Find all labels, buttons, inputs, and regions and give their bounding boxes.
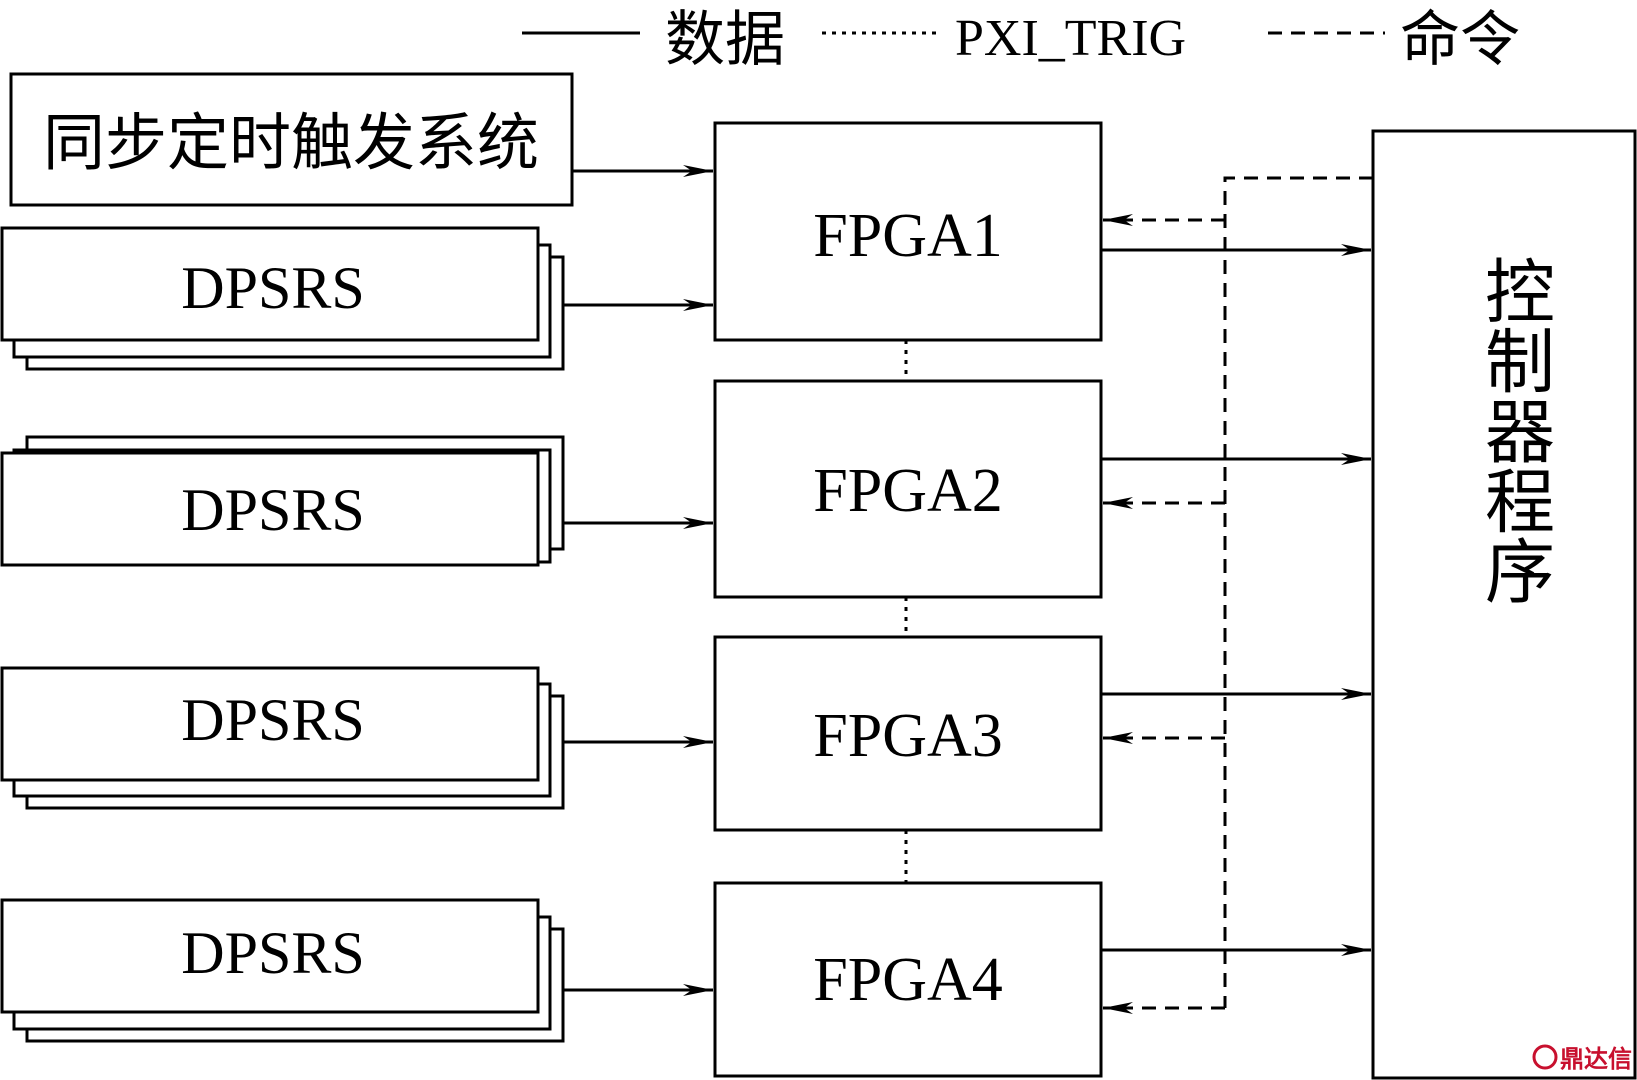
legend: 数据 PXI_TRIG 命令 (522, 7, 1520, 73)
dpsrs-block-4: DPSRS (0, 898, 565, 1043)
fpga-block-3: FPGA3 (713, 635, 1103, 832)
fpga-block-1: FPGA1 (713, 121, 1103, 342)
command-bus (1223, 176, 1373, 1008)
dpsrs-block-2: DPSRS (0, 435, 565, 567)
dpsrs-block-1: DPSRS (0, 226, 565, 371)
legend-trig-label: PXI_TRIG (955, 10, 1186, 67)
fpga-block-4: FPGA4 (713, 881, 1103, 1078)
dpsrs-label-2: DPSRS (181, 477, 364, 543)
fpga-block-2: FPGA2 (713, 379, 1103, 599)
controller-block: 控制器程序 (1371, 129, 1637, 1080)
legend-data-label: 数据 (665, 7, 785, 73)
dpsrs-block-3: DPSRS (0, 666, 565, 810)
watermark-label: 鼎达信 (1560, 1045, 1632, 1073)
watermark: 鼎达信 (1532, 1044, 1632, 1073)
legend-cmd-label: 命令 (1400, 7, 1520, 73)
sync-system-block: 同步定时触发系统 (9, 72, 574, 207)
dpsrs-label-1: DPSRS (181, 255, 364, 321)
fpga-label-1: FPGA1 (813, 202, 1003, 270)
dpsrs-label-4: DPSRS (181, 920, 364, 986)
dpsrs-label-3: DPSRS (181, 687, 364, 753)
fpga-label-2: FPGA2 (813, 457, 1003, 525)
controller-label: 控制器程序 (1475, 255, 1554, 605)
fpga-label-3: FPGA3 (813, 702, 1003, 770)
watermark-logo-icon (1532, 1044, 1558, 1070)
sync-system-label: 同步定时触发系统 (43, 110, 539, 178)
fpga-label-4: FPGA4 (813, 946, 1003, 1014)
